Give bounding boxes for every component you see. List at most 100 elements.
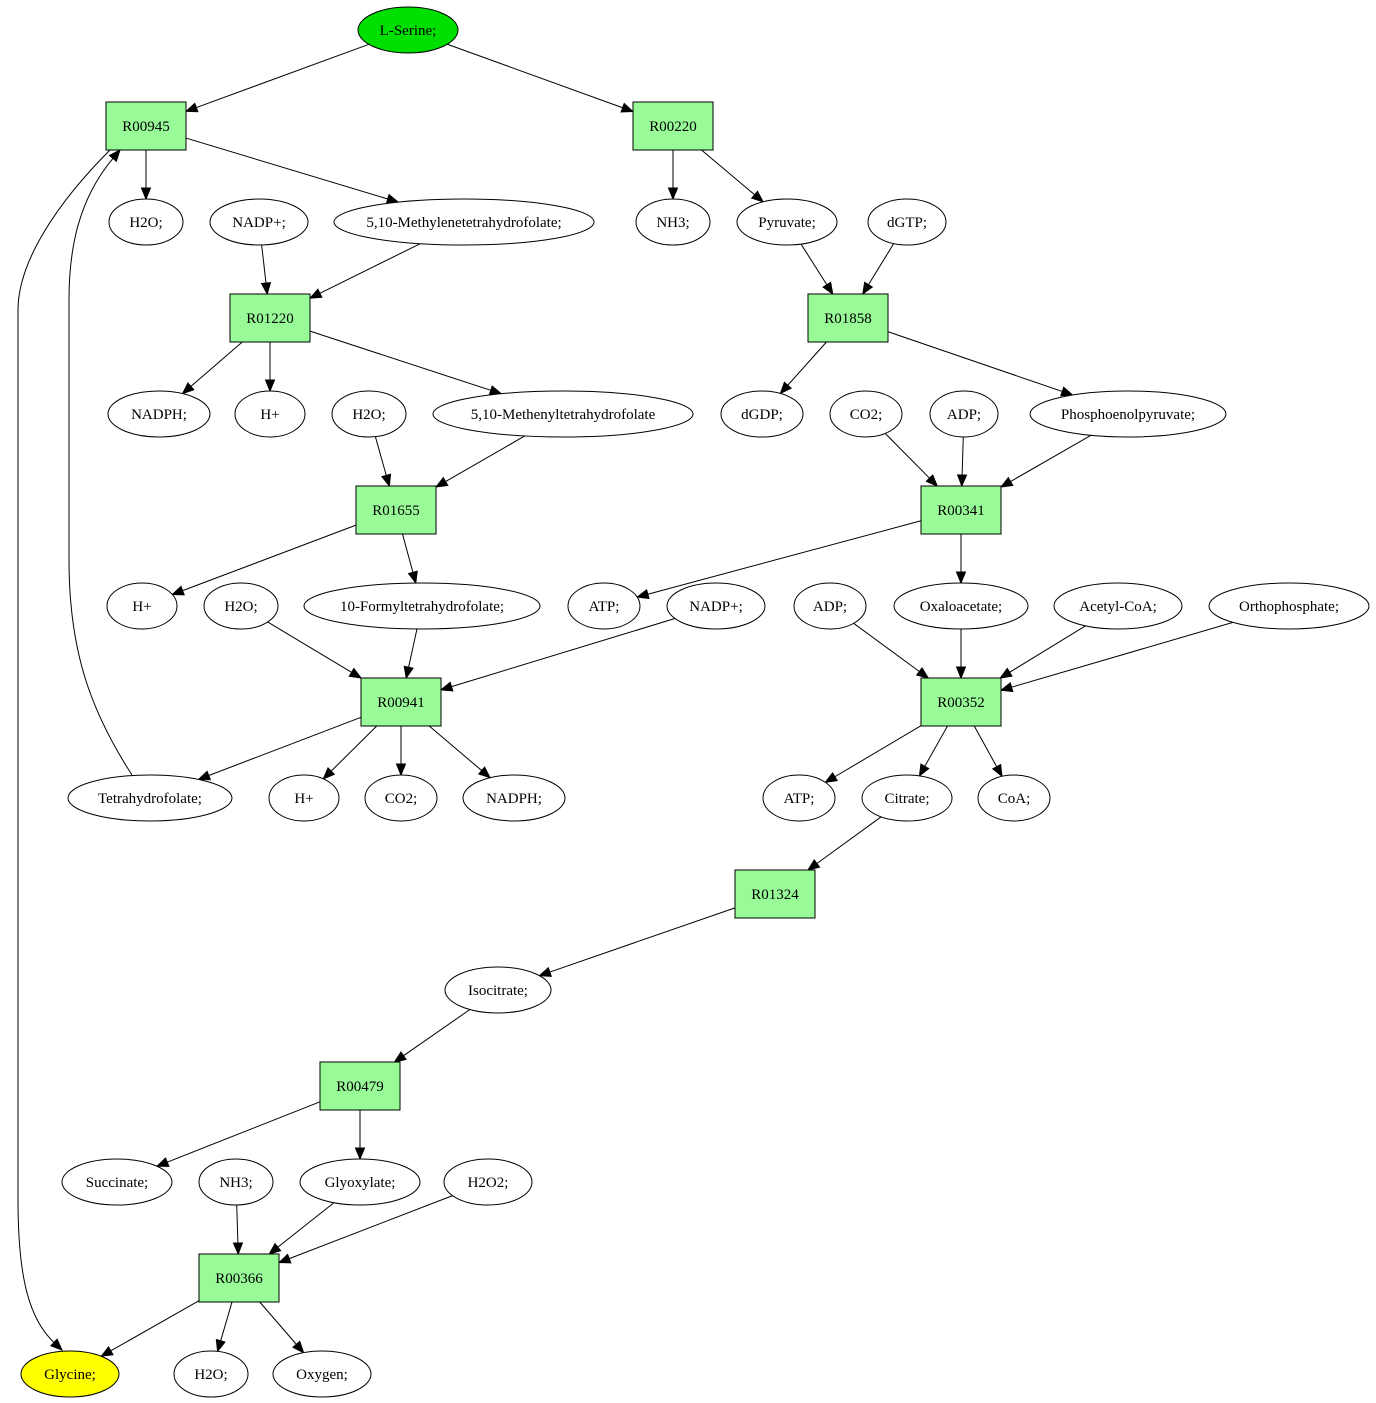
- arrowhead: [956, 474, 968, 488]
- compound-node-nh3_a[interactable]: NH3;: [635, 198, 711, 246]
- arrowhead: [824, 771, 838, 784]
- compound-node-thf[interactable]: Tetrahydrofolate;: [67, 774, 233, 822]
- compound-ellipse: [977, 774, 1051, 822]
- compound-node-orthophosphate[interactable]: Orthophosphate;: [1208, 582, 1370, 630]
- node-label: dGDP;: [741, 407, 783, 423]
- compound-node-oxygen[interactable]: Oxygen;: [272, 1350, 372, 1398]
- compound-node-h2o_c[interactable]: H2O;: [203, 582, 279, 630]
- compound-node-acetylcoa[interactable]: Acetyl-CoA;: [1053, 582, 1183, 630]
- reaction-node-r01858[interactable]: R01858: [807, 293, 889, 343]
- reaction-box: [105, 101, 187, 151]
- edge-line: [267, 621, 352, 673]
- compound-node-dgdp[interactable]: dGDP;: [720, 390, 804, 438]
- edge-line: [853, 622, 920, 672]
- compound-node-h2o_d[interactable]: H2O;: [173, 1350, 249, 1398]
- compound-node-methenyl[interactable]: 5,10-Methenyltetrahydrofolate: [432, 390, 694, 438]
- compound-ellipse: [567, 582, 641, 630]
- arrowhead: [171, 585, 185, 596]
- edge-r00945-to-h2o_a: [140, 150, 152, 201]
- compound-node-atp_b[interactable]: ATP;: [762, 774, 836, 822]
- edge-r00941-to-nadph_b: [428, 725, 492, 779]
- arrowhead: [215, 1338, 226, 1353]
- arrowhead: [991, 763, 1003, 778]
- edge-r00220-to-nh3_a: [667, 150, 679, 201]
- reaction-node-r01324[interactable]: R01324: [734, 869, 816, 919]
- arrowhead: [862, 281, 874, 296]
- compound-node-co2_a[interactable]: CO2;: [829, 390, 903, 438]
- compound-node-citrate[interactable]: Citrate;: [861, 774, 953, 822]
- reaction-node-r00479[interactable]: R00479: [319, 1061, 401, 1111]
- compound-node-nadph_a[interactable]: NADPH;: [107, 390, 211, 438]
- compound-ellipse: [198, 1158, 274, 1206]
- compound-ellipse: [67, 774, 233, 822]
- compound-node-dgtp[interactable]: dGTP;: [867, 198, 947, 246]
- compound-node-h2o2[interactable]: H2O2;: [443, 1158, 533, 1206]
- edge-line: [787, 341, 827, 386]
- reaction-node-r00341[interactable]: R00341: [920, 485, 1002, 535]
- reaction-node-r00941[interactable]: R00941: [360, 677, 442, 727]
- reaction-node-r01220[interactable]: R01220: [229, 293, 311, 343]
- compound-ellipse: [443, 1158, 533, 1206]
- compound-node-pep[interactable]: Phosphoenolpyruvate;: [1029, 390, 1227, 438]
- arrowhead: [403, 665, 414, 680]
- reaction-node-r00366[interactable]: R00366: [198, 1253, 280, 1303]
- edge-line: [17, 149, 111, 1343]
- reaction-box: [807, 293, 889, 343]
- compound-node-glycine[interactable]: Glycine;: [20, 1350, 120, 1398]
- edge-r00479-to-succinate: [155, 1101, 321, 1167]
- arrowhead: [277, 1253, 292, 1264]
- reaction-box: [319, 1061, 401, 1111]
- compound-node-co2_b[interactable]: CO2;: [364, 774, 438, 822]
- compound-node-glyoxylate[interactable]: Glyoxylate;: [299, 1158, 421, 1206]
- compound-node-hplus_c[interactable]: H+: [268, 774, 340, 822]
- arrowhead: [822, 281, 834, 296]
- compound-node-coa[interactable]: CoA;: [977, 774, 1051, 822]
- compound-node-nadpp_a[interactable]: NADP+;: [209, 198, 309, 246]
- compound-ellipse: [203, 582, 279, 630]
- reaction-node-r00220[interactable]: R00220: [632, 101, 714, 151]
- compound-node-hplus_a[interactable]: H+: [234, 390, 306, 438]
- reaction-box: [198, 1253, 280, 1303]
- edge-glyoxylate-to-r00366: [268, 1202, 335, 1255]
- arrowhead: [108, 148, 121, 163]
- edge-line: [884, 433, 930, 479]
- compound-ellipse: [635, 198, 711, 246]
- reaction-node-r01655[interactable]: R01655: [355, 485, 437, 535]
- edge-line: [868, 243, 895, 285]
- compound-node-nh3_b[interactable]: NH3;: [198, 1158, 274, 1206]
- compound-node-adp_a[interactable]: ADP;: [929, 390, 999, 438]
- compound-node-mthf[interactable]: 5,10-Methylenetetrahydrofolate;: [333, 198, 595, 246]
- compound-node-atp_a[interactable]: ATP;: [567, 582, 641, 630]
- compound-node-hplus_b[interactable]: H+: [106, 582, 178, 630]
- compound-node-formyl[interactable]: 10-Formyltetrahydrofolate;: [303, 582, 541, 630]
- compound-node-h2o_a[interactable]: H2O;: [108, 198, 184, 246]
- reaction-node-r00352[interactable]: R00352: [920, 677, 1002, 727]
- arrowhead: [918, 763, 930, 778]
- compound-ellipse: [666, 582, 766, 630]
- compound-node-h2o_b[interactable]: H2O;: [331, 390, 407, 438]
- compound-node-isocitrate[interactable]: Isocitrate;: [444, 966, 552, 1014]
- reaction-node-r00945[interactable]: R00945: [105, 101, 187, 151]
- compound-node-nadpp_b[interactable]: NADP+;: [666, 582, 766, 630]
- compound-node-succinate[interactable]: Succinate;: [61, 1158, 173, 1206]
- edge-r00941-to-hplus_c: [322, 725, 378, 780]
- compound-ellipse: [893, 582, 1029, 630]
- node-label: NADP+;: [232, 215, 285, 231]
- compound-ellipse: [234, 390, 306, 438]
- edge-nadpp_b-to-r00941: [439, 618, 676, 692]
- arrowhead: [393, 1051, 407, 1063]
- compound-ellipse: [867, 198, 947, 246]
- edge-line: [196, 43, 370, 109]
- node-label: H+: [260, 407, 279, 423]
- compound-node-oxaloacetate[interactable]: Oxaloacetate;: [893, 582, 1029, 630]
- compound-ellipse: [793, 582, 867, 630]
- compound-node-lserine[interactable]: L-Serine;: [357, 6, 459, 54]
- edge-r00352-to-atp_b: [824, 725, 922, 784]
- edge-h2o_b-to-r01655: [374, 436, 392, 488]
- compound-node-nadph_b[interactable]: NADPH;: [462, 774, 566, 822]
- node-label: R00945: [122, 119, 170, 135]
- compound-node-adp_b[interactable]: ADP;: [793, 582, 867, 630]
- arrowhead: [635, 589, 650, 600]
- compound-ellipse: [357, 6, 459, 54]
- compound-node-pyruvate[interactable]: Pyruvate;: [736, 198, 838, 246]
